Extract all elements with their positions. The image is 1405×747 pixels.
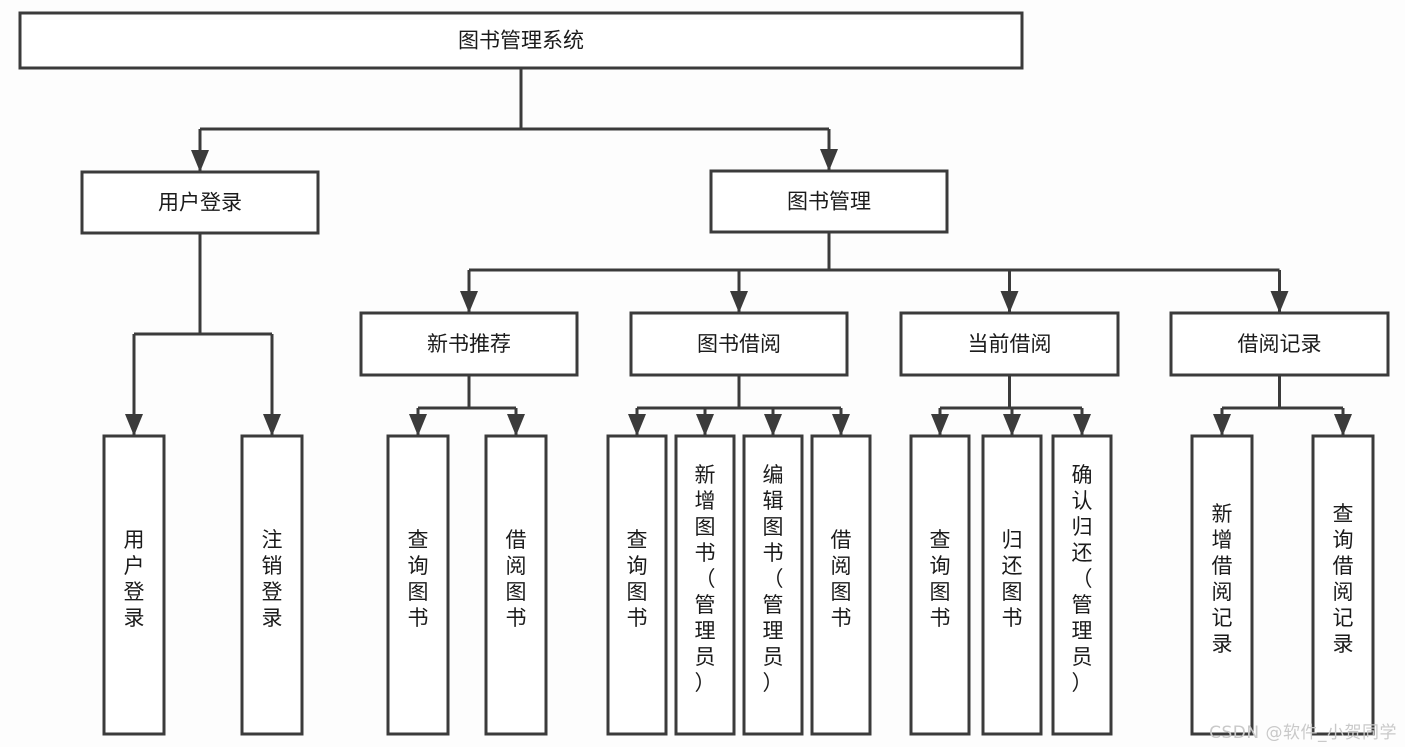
node-label-root: 图书管理系统 <box>458 29 584 53</box>
node-user-login[interactable]: 用户登录 <box>80 170 320 235</box>
edge-arrowhead <box>696 414 714 436</box>
edge-arrowhead <box>1213 414 1231 436</box>
node-new-book-recommend[interactable]: 新书推荐 <box>359 311 579 377</box>
node-label-leaf-query-book-current: 查询图书 <box>930 528 951 630</box>
edge-arrowhead <box>730 291 748 313</box>
node-box-leaf-borrow-book-recommend <box>484 434 548 736</box>
node-current-borrow[interactable]: 当前借阅 <box>899 311 1120 377</box>
node-label-leaf-borrow-book-borrow: 借阅图书 <box>831 528 852 630</box>
node-box-leaf-add-book-admin <box>674 434 736 736</box>
node-label-leaf-user-login: 用户登录 <box>124 528 145 630</box>
node-label-book-borrow: 图书借阅 <box>697 332 781 356</box>
node-label-leaf-edit-book-admin: 编辑图书（管理员） <box>763 463 784 695</box>
node-book-borrow[interactable]: 图书借阅 <box>629 311 849 377</box>
node-book-management[interactable]: 图书管理 <box>709 169 949 234</box>
node-box-leaf-edit-book-admin <box>742 434 804 736</box>
node-leaf-logout-login[interactable]: 注销登录 <box>240 434 304 736</box>
edge-arrowhead <box>628 414 646 436</box>
edge-arrowhead <box>820 149 838 171</box>
watermark-label: CSDN @软件_小贺同学 <box>1209 723 1397 743</box>
node-leaf-borrow-book-recommend[interactable]: 借阅图书 <box>484 434 548 736</box>
node-box-new-book-recommend <box>359 311 579 377</box>
edge-arrowhead <box>832 414 850 436</box>
node-root[interactable]: 图书管理系统 <box>18 11 1024 70</box>
edge-arrowhead <box>1000 291 1019 313</box>
edge-arrowhead <box>191 150 209 172</box>
node-label-leaf-add-book-admin: 新增图书（管理员） <box>695 463 716 695</box>
node-leaf-query-book-recommend[interactable]: 查询图书 <box>386 434 450 736</box>
node-label-current-borrow: 当前借阅 <box>968 332 1052 356</box>
node-leaf-query-book-current[interactable]: 查询图书 <box>909 434 971 736</box>
node-box-user-login <box>80 170 320 235</box>
node-label-leaf-query-book-borrow: 查询图书 <box>627 528 648 630</box>
node-label-user-login: 用户登录 <box>158 191 242 215</box>
node-box-current-borrow <box>899 311 1120 377</box>
node-borrow-record[interactable]: 借阅记录 <box>1169 311 1390 377</box>
edge-arrowhead <box>1073 414 1091 436</box>
node-box-leaf-logout-login <box>240 434 304 736</box>
node-box-leaf-add-borrow-record <box>1190 434 1254 736</box>
node-box-leaf-query-book-recommend <box>386 434 450 736</box>
edge-arrowhead <box>764 414 782 436</box>
edge-arrowhead <box>409 414 427 436</box>
node-box-book-management <box>709 169 949 234</box>
node-label-leaf-return-book: 归还图书 <box>1002 528 1023 630</box>
nodes-layer: 图书管理系统用户登录图书管理新书推荐图书借阅当前借阅借阅记录用户登录注销登录查询… <box>18 11 1390 736</box>
node-box-book-borrow <box>629 311 849 377</box>
node-box-root <box>18 11 1024 70</box>
edge-arrowhead <box>125 414 143 436</box>
node-box-leaf-user-login <box>102 434 166 736</box>
edge-arrowhead <box>1003 414 1021 436</box>
node-label-leaf-add-borrow-record: 新增借阅记录 <box>1212 502 1233 656</box>
node-label-leaf-logout-login: 注销登录 <box>262 528 283 630</box>
node-leaf-add-borrow-record[interactable]: 新增借阅记录 <box>1190 434 1254 736</box>
edge-arrowhead <box>931 414 949 436</box>
node-box-leaf-query-borrow-record <box>1311 434 1375 736</box>
node-label-leaf-query-book-recommend: 查询图书 <box>408 528 429 630</box>
edges-layer <box>125 68 1352 436</box>
node-leaf-edit-book-admin[interactable]: 编辑图书（管理员） <box>742 434 804 736</box>
node-box-leaf-return-book <box>981 434 1043 736</box>
node-leaf-return-book[interactable]: 归还图书 <box>981 434 1043 736</box>
node-label-borrow-record: 借阅记录 <box>1238 332 1322 356</box>
node-label-book-management: 图书管理 <box>787 190 871 214</box>
node-leaf-query-borrow-record[interactable]: 查询借阅记录 <box>1311 434 1375 736</box>
node-leaf-add-book-admin[interactable]: 新增图书（管理员） <box>674 434 736 736</box>
node-leaf-query-book-borrow[interactable]: 查询图书 <box>606 434 668 736</box>
node-box-leaf-query-book-borrow <box>606 434 668 736</box>
node-leaf-borrow-book-borrow[interactable]: 借阅图书 <box>810 434 872 736</box>
node-label-leaf-query-borrow-record: 查询借阅记录 <box>1333 502 1354 656</box>
edge-arrowhead <box>1334 414 1352 436</box>
node-leaf-confirm-return-admin[interactable]: 确认归还（管理员） <box>1051 434 1113 736</box>
edge-arrowhead <box>263 414 281 436</box>
node-box-borrow-record <box>1169 311 1390 377</box>
edge-arrowhead <box>460 291 478 313</box>
node-box-leaf-borrow-book-borrow <box>810 434 872 736</box>
node-box-leaf-query-book-current <box>909 434 971 736</box>
node-box-leaf-confirm-return-admin <box>1051 434 1113 736</box>
node-label-leaf-confirm-return-admin: 确认归还（管理员） <box>1072 463 1093 695</box>
node-label-leaf-borrow-book-recommend: 借阅图书 <box>506 528 527 630</box>
edge-arrowhead <box>1270 291 1289 313</box>
node-label-new-book-recommend: 新书推荐 <box>427 332 511 356</box>
edge-arrowhead <box>507 414 525 436</box>
node-leaf-user-login[interactable]: 用户登录 <box>102 434 166 736</box>
